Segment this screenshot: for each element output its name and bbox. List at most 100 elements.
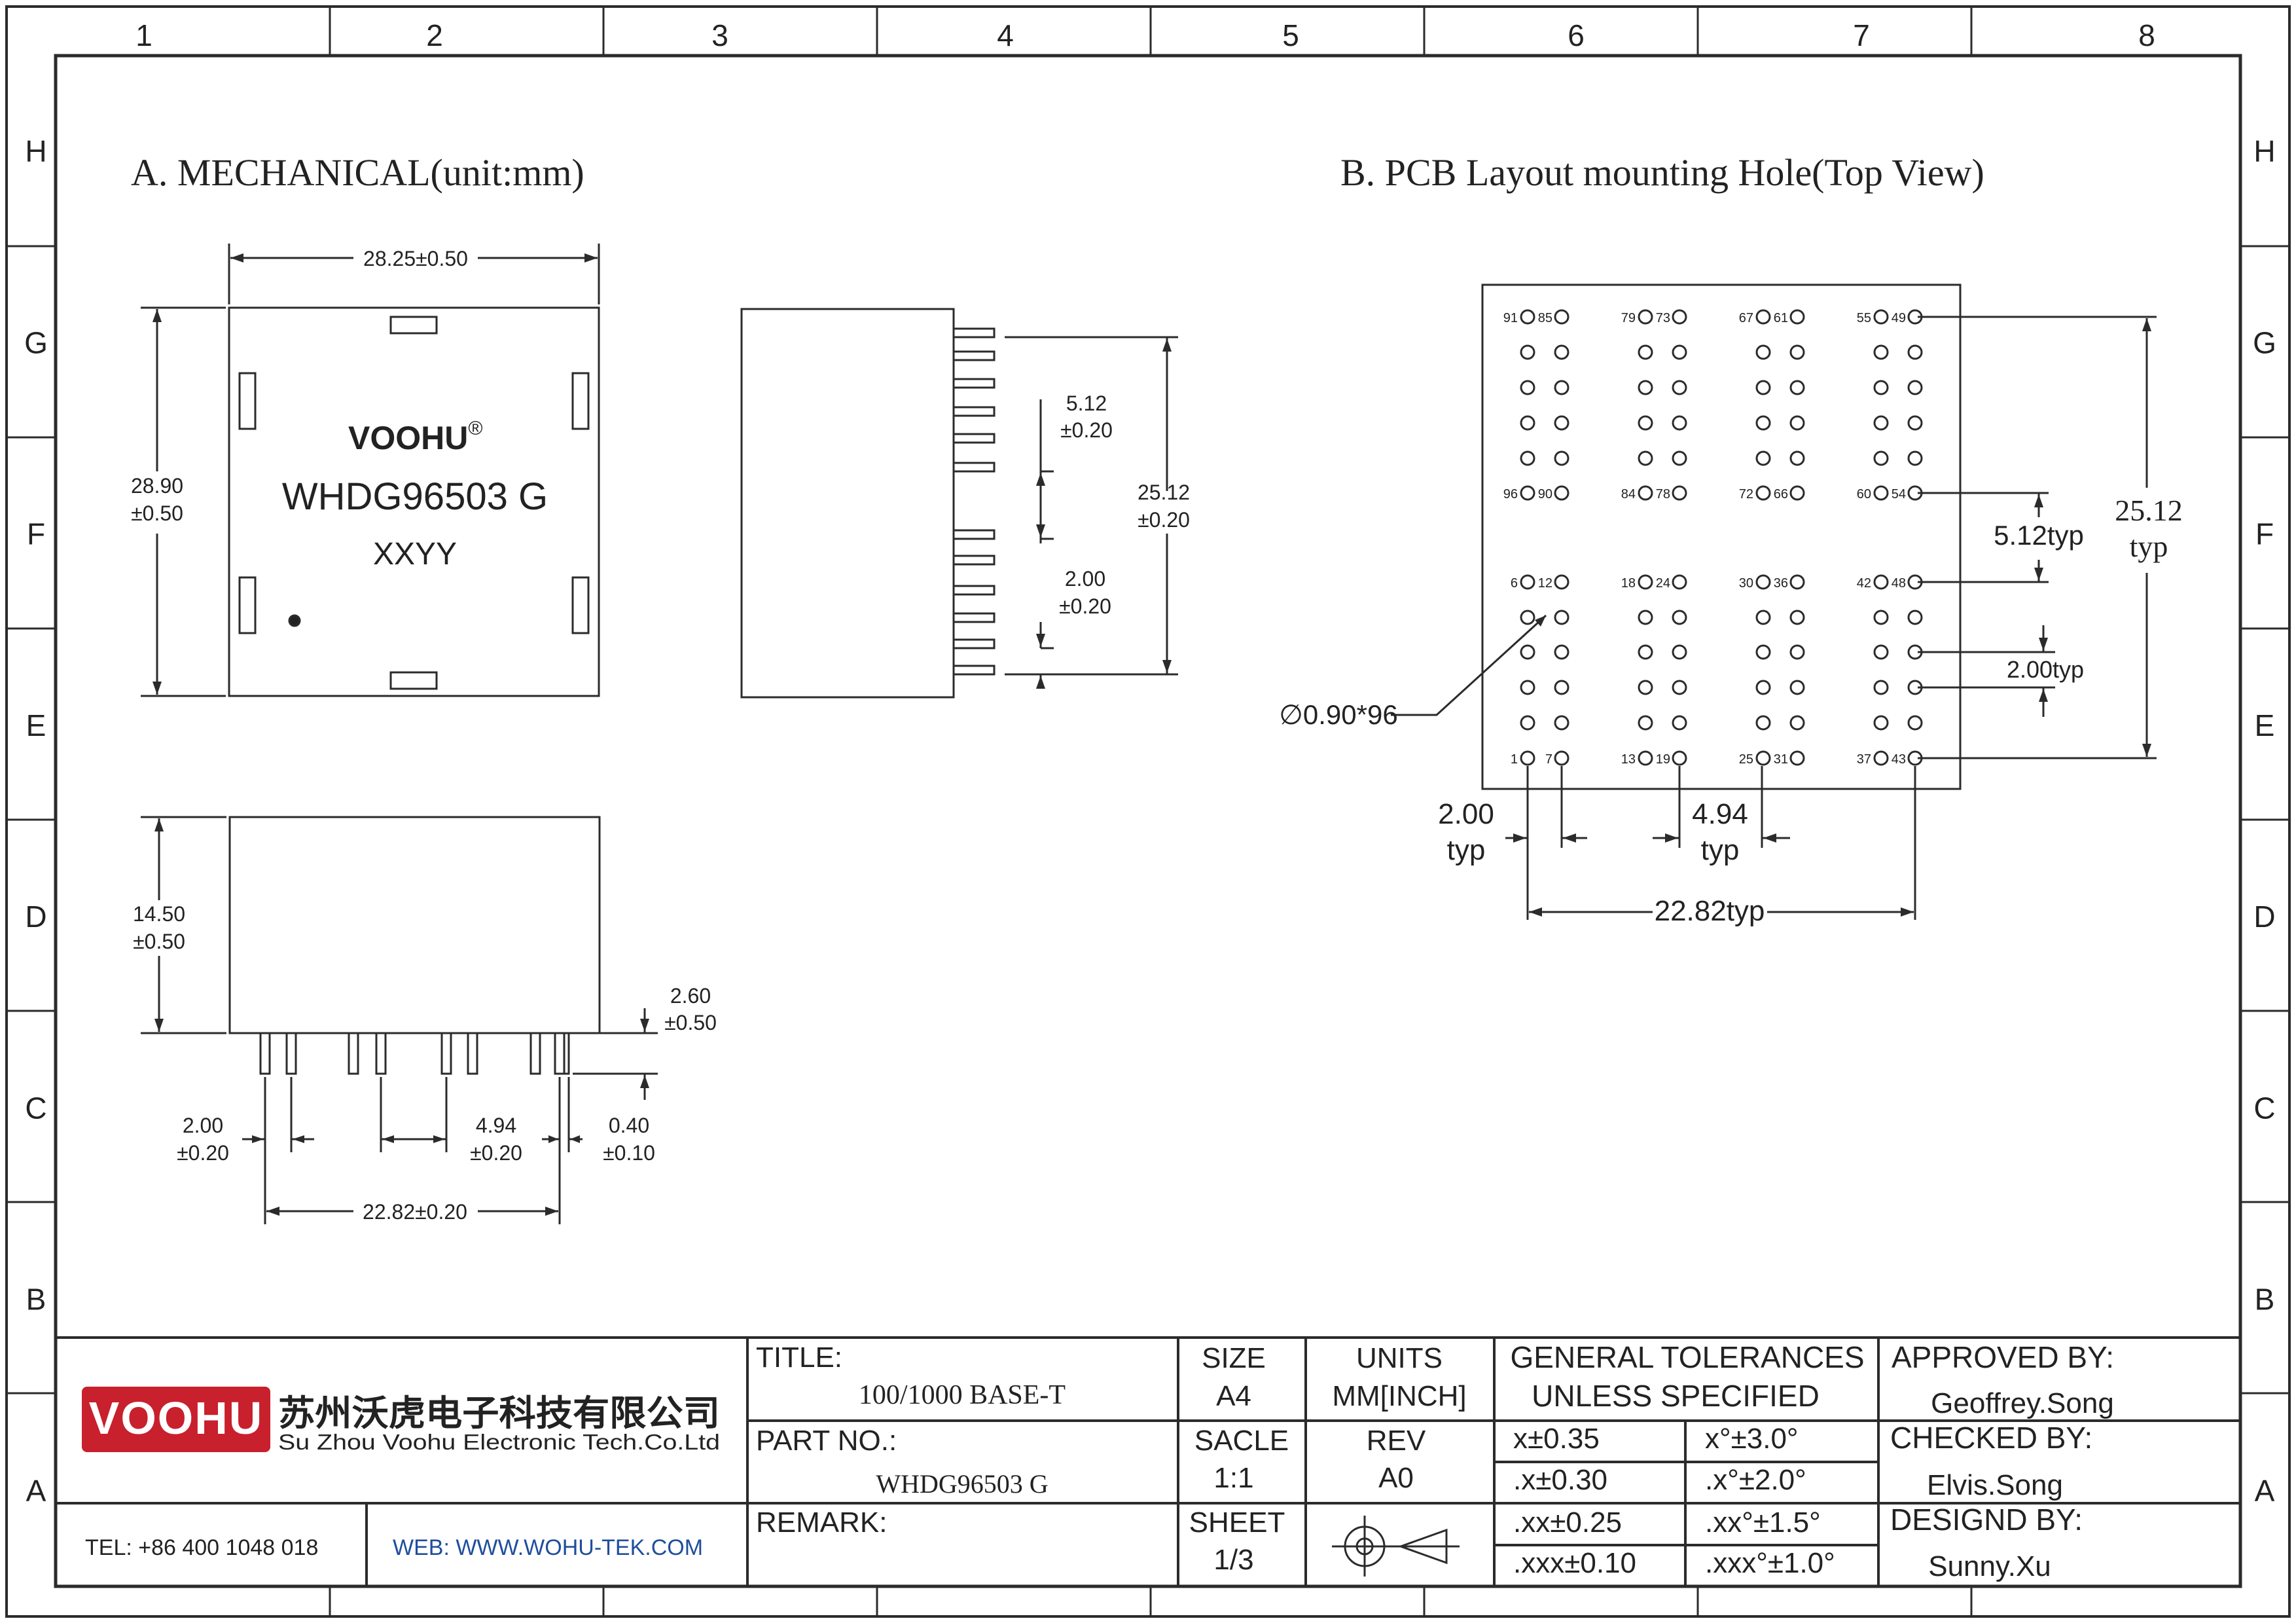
company-logo-badge <box>82 1387 270 1452</box>
zone-ticks <box>7 7 2289 1616</box>
zone-column-label: 4 <box>997 18 1014 52</box>
zone-column-label: 1 <box>135 18 152 52</box>
front-view-body <box>228 816 601 1034</box>
dim-14-50-label-2: ±0.50 <box>133 930 185 953</box>
dim-width-label: 28.25±0.50 <box>363 247 468 270</box>
telephone: TEL: +86 400 1048 018 <box>85 1535 318 1560</box>
mounting-hole <box>1554 415 1570 431</box>
title-value: 100/1000 BASE-T <box>859 1380 1066 1410</box>
mounting-hole <box>1554 715 1570 731</box>
top-slot-right-top <box>571 372 590 430</box>
tolerance-linear: .xx±0.25 <box>1513 1506 1622 1539</box>
zone-row-label: H <box>25 134 46 168</box>
dim-height-label-1: 28.90 <box>131 474 183 498</box>
mounting-hole <box>1638 715 1653 731</box>
zone-row-label: G <box>2253 325 2276 359</box>
pin1-marker-dot <box>288 614 301 627</box>
mounting-hole <box>1520 574 1535 590</box>
dim-5-12-label-2: ±0.20 <box>1060 418 1113 442</box>
mounting-hole <box>1638 415 1653 431</box>
side-pin <box>952 406 996 417</box>
mounting-hole <box>1873 380 1889 395</box>
dim-pin-width-label-1: 0.40 <box>609 1114 649 1137</box>
tolerance-angular: .xxx°±1.0° <box>1705 1547 1835 1579</box>
units-label: UNITS <box>1356 1342 1443 1374</box>
front-pin <box>285 1032 297 1075</box>
mounting-hole <box>1520 715 1535 731</box>
hole-number: 55 <box>1857 311 1871 325</box>
front-view <box>141 816 658 1224</box>
zone-row-label: C <box>25 1091 46 1125</box>
mounting-hole <box>1907 380 1923 395</box>
sheet-value: 1/3 <box>1213 1544 1253 1576</box>
mounting-hole <box>1755 485 1771 501</box>
top-view <box>141 244 600 697</box>
front-pin <box>563 1032 570 1075</box>
mounting-hole <box>1789 485 1805 501</box>
dim-22-82typ-label: 22.82typ <box>1655 895 1765 927</box>
mounting-hole <box>1638 750 1653 766</box>
zone-column-label: 8 <box>2138 18 2155 52</box>
mounting-hole <box>1672 644 1687 660</box>
zone-column-label: 6 <box>1568 18 1585 52</box>
mounting-hole <box>1520 485 1535 501</box>
mounting-hole <box>1873 415 1889 431</box>
hole-number: 7 <box>1545 752 1552 767</box>
dim-height-label-2: ±0.50 <box>131 501 183 525</box>
tolerances-header-1: GENERAL TOLERANCES <box>1510 1340 1864 1374</box>
hole-number: 49 <box>1892 311 1906 325</box>
hole-number: 85 <box>1538 311 1552 325</box>
mounting-hole <box>1520 610 1535 625</box>
mounting-hole <box>1755 450 1771 466</box>
mounting-hole <box>1789 680 1805 695</box>
side-view-arrows <box>1036 338 1172 689</box>
side-view-body <box>740 308 955 699</box>
side-view <box>740 308 1178 699</box>
website-link[interactable]: WEB: WWW.WOHU-TEK.COM <box>393 1535 703 1560</box>
zone-row-label: C <box>2253 1091 2275 1125</box>
dim-group-label-1: 4.94 <box>476 1114 516 1137</box>
mounting-hole <box>1755 309 1771 325</box>
mounting-hole <box>1520 644 1535 660</box>
rev-label: REV <box>1367 1425 1426 1457</box>
size-value: A4 <box>1216 1380 1251 1412</box>
mounting-hole <box>1672 574 1687 590</box>
front-pin <box>375 1032 387 1075</box>
dim-2-60-label-1: 2.60 <box>670 984 711 1008</box>
hole-number: 84 <box>1621 487 1636 501</box>
front-pin <box>467 1032 478 1075</box>
title-label: TITLE: <box>756 1341 842 1374</box>
company-name-en: Su Zhou Voohu Electronic Tech.Co.Ltd <box>278 1430 720 1454</box>
zone-row-label: A <box>26 1474 46 1508</box>
mounting-hole <box>1789 450 1805 466</box>
hole-number: 79 <box>1621 311 1636 325</box>
top-slot-top <box>389 316 438 335</box>
zone-row-label: E <box>26 708 46 742</box>
design-label: DESIGND BY: <box>1890 1503 2083 1537</box>
hole-number: 6 <box>1511 576 1518 591</box>
mounting-hole <box>1873 750 1889 766</box>
mounting-hole <box>1520 415 1535 431</box>
zone-row-label: D <box>2253 900 2275 934</box>
dim-25-12-label-1: 25.12 <box>1138 481 1190 504</box>
dim-25-12typ-label-2: typ <box>2130 530 2168 563</box>
units-value: MM[INCH] <box>1332 1380 1466 1412</box>
zone-column-label: 7 <box>1853 18 1870 52</box>
hole-number: 78 <box>1656 487 1670 501</box>
dim-2-00-label-2: ±0.20 <box>1059 594 1111 618</box>
projection-symbol-icon <box>1332 1516 1460 1577</box>
top-slot-left-bottom <box>238 576 257 634</box>
part-number-marking: WHDG96503 G <box>282 475 548 518</box>
front-pin <box>440 1032 452 1075</box>
tolerance-linear: .xxx±0.10 <box>1513 1547 1636 1579</box>
mounting-hole <box>1638 610 1653 625</box>
hole-number: 30 <box>1739 576 1753 591</box>
mounting-hole <box>1873 610 1889 625</box>
hole-number: 19 <box>1656 752 1670 767</box>
dim-25-12typ-label-1: 25.12 <box>2115 494 2183 527</box>
hole-number: 18 <box>1621 576 1636 591</box>
mounting-hole <box>1520 450 1535 466</box>
mounting-hole <box>1554 644 1570 660</box>
side-pin <box>952 612 996 623</box>
